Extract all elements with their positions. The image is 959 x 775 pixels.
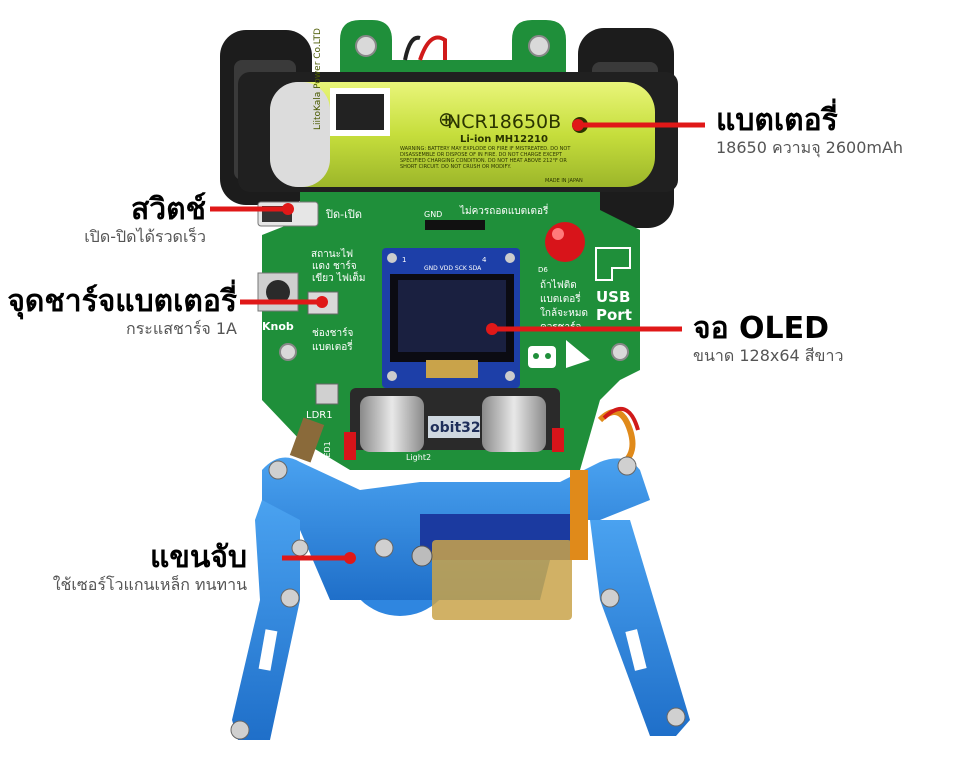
pcb-ldr-text: LDR1	[306, 410, 333, 421]
pcb-no-remove-text: ไม่ควรถอดแบตเตอรี่	[459, 203, 549, 217]
battery-brand-text: LiitoKala Power Co.LTD	[313, 28, 323, 130]
callout-oled: จอ OLED ขนาด 128x64 สีขาว	[693, 312, 843, 366]
battery-origin-text: MADE IN JAPAN	[545, 178, 583, 184]
pcb-knob-text: Knob	[262, 320, 294, 333]
callout-switch-subtitle: เปิด-ปิดได้รวดเร็ว	[84, 227, 206, 246]
callout-arm-title: แขนจับ	[150, 540, 247, 575]
callout-charge-title: จุดชาร์จแบตเตอรี่	[7, 284, 237, 319]
power-switch	[257, 201, 319, 227]
battery-model-text: NCR18650B	[447, 111, 561, 133]
battery-type-text: Li-ion MH12210	[460, 134, 548, 145]
callout-charge-subtitle: กระแสชาร์จ 1A	[126, 319, 237, 338]
push-button	[315, 383, 339, 405]
red-led	[545, 222, 585, 262]
callout-charge: จุดชาร์จแบตเตอรี่ กระแสชาร์จ 1A	[7, 285, 237, 339]
pcb-status-text: สถานะไฟ	[311, 248, 353, 260]
ultrasonic-sensor	[350, 388, 560, 452]
callout-switch: สวิตช์ เปิด-ปิดได้รวดเร็ว	[84, 193, 206, 247]
pcb-low-batt3-text: ใกล้จะหมด	[540, 307, 588, 319]
charge-connector	[307, 291, 339, 315]
servo-motor	[411, 470, 588, 620]
callout-oled-title: จอ OLED	[693, 311, 830, 346]
pcb-brand-text: obit32	[430, 420, 481, 436]
callout-battery-subtitle: 18650 ความจุ 2600mAh	[716, 138, 904, 157]
pcb-charge-port2-text: แบตเตอรี่	[312, 339, 353, 353]
pcb-low-batt1-text: ถ้าไฟติด	[540, 279, 577, 291]
pcb-light-text: Light2	[406, 453, 431, 462]
pcb-oled-pins-text: GND VDD SCK SDA	[424, 265, 482, 272]
pcb-status-green-text: เขียว ไฟเต็ม	[312, 270, 366, 284]
pcb-low-batt2-text: แบตเตอรี่	[540, 291, 581, 305]
pcb-charge-port-text: ช่องชาร์จ	[312, 327, 353, 339]
pcb-gnd-text: GND	[424, 210, 442, 219]
callout-arm-subtitle: ใช้เซอร์โวแกนเหล็ก ทนทาน	[52, 575, 247, 594]
pcb-pin4-text: 4	[482, 256, 487, 264]
pcb-low-batt4-text: ควรชาร์จ	[540, 321, 581, 333]
knob	[257, 272, 299, 312]
callout-arm: แขนจับ ใช้เซอร์โวแกนเหล็ก ทนทาน	[53, 541, 247, 595]
pcb-switch-text: ปิด-เปิด	[325, 208, 362, 221]
svg-text:⊕: ⊕	[438, 107, 455, 131]
pcb-d6-text: D6	[538, 266, 548, 274]
pcb-usb-text: USB	[596, 288, 630, 306]
callout-oled-subtitle: ขนาด 128x64 สีขาว	[693, 346, 844, 365]
battery-warning-text: WARNING: BATTERY MAY EXPLODE OR FIRE IF …	[400, 146, 571, 170]
pcb-pin1-text: 1	[402, 256, 406, 264]
pcb-port-text: Port	[596, 306, 632, 324]
robot-logo	[528, 340, 590, 368]
callout-battery: แบตเตอรี่ 18650 ความจุ 2600mAh	[716, 104, 903, 158]
battery-cell: LiitoKala Power Co.LTD NCR18650B ⊕ Li-io…	[238, 28, 678, 192]
oled-display	[382, 248, 520, 388]
pcb-status-red-text: แดง ชาร์จ	[312, 260, 357, 272]
callout-battery-title: แบตเตอรี่	[716, 103, 838, 138]
callout-switch-title: สวิตช์	[131, 192, 206, 227]
pcb-led-text: LED1	[323, 441, 332, 462]
